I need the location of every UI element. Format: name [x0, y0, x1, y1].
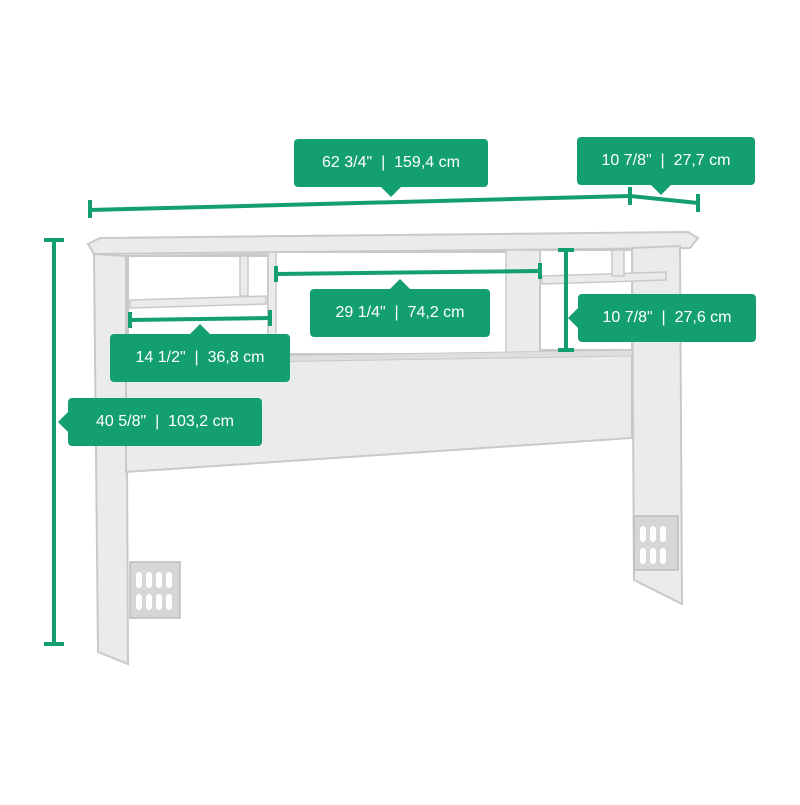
side-opening-width-label: 14 1/2" | 36,8 cm — [110, 324, 290, 382]
center-opening-dimension-line — [275, 269, 541, 276]
vent-left — [129, 561, 181, 619]
left-leg — [92, 252, 130, 666]
left-shelf — [129, 295, 267, 309]
overall-height-label: 40 5/8" | 103,2 cm — [58, 398, 262, 446]
depth-dimension-line — [629, 194, 699, 205]
overall-depth-label: 10 7/8" | 27,7 cm — [577, 137, 755, 195]
center-right-divider — [505, 249, 541, 355]
vent-right — [633, 515, 679, 571]
shelf-opening-height-label: 10 7/8" | 27,6 cm — [568, 294, 756, 342]
side-opening-dimension-line — [129, 316, 271, 322]
overall-width-label: 62 3/4" | 159,4 cm — [294, 139, 488, 197]
center-opening-width-label: 29 1/4" | 74,2 cm — [310, 279, 490, 337]
width-dimension-line — [89, 194, 631, 212]
right-divider — [611, 249, 625, 277]
left-divider — [239, 255, 249, 297]
